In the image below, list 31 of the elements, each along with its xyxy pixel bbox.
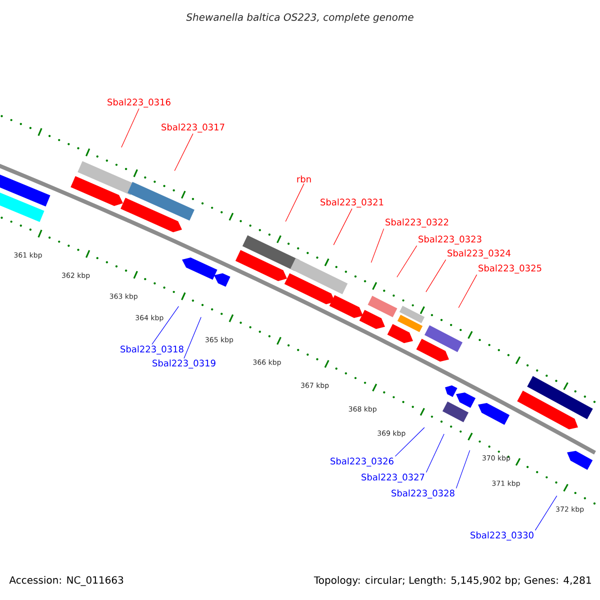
leader-line <box>121 108 140 148</box>
gene-label: Sbal223_0317 <box>162 124 224 132</box>
leader-line <box>174 133 194 172</box>
gene-label: Sbal223_0316 <box>108 98 170 108</box>
leader-line <box>184 316 202 359</box>
gene-label: Sbal223_0322 <box>386 218 448 228</box>
gene-label: Sbal223_0328 <box>392 490 454 498</box>
genome-info-text: Topology: circular; Length: 5,145,902 bp; Genes: 4,281 <box>314 576 591 586</box>
gene-label: Sbal223_0319 <box>152 360 216 368</box>
leader-line <box>534 496 558 531</box>
gene-label: Sbal223_0325 <box>478 264 542 274</box>
gene-label: Sbal223_0321 <box>320 198 384 208</box>
leader-line <box>396 245 418 278</box>
leader-line <box>456 450 470 489</box>
leader-line <box>333 208 352 246</box>
leader-line <box>426 434 444 473</box>
leader-line <box>152 306 179 345</box>
gene-label: Sbal223_0327 <box>362 474 424 482</box>
leader-line <box>426 259 446 292</box>
gene-label: rbn <box>297 176 311 182</box>
gene-label: Sbal223_0330 <box>470 532 534 540</box>
gene-label: Sbal223_0324 <box>448 250 510 258</box>
leader-line <box>285 183 304 222</box>
accession-text: Accession: NC_011663 <box>9 576 124 586</box>
leader-line <box>370 228 384 263</box>
leader-line <box>458 274 478 308</box>
gene-label: Sbal223_0326 <box>330 458 394 466</box>
gene-label: Sbal223_0323 <box>418 236 482 244</box>
gene-label: Sbal223_0318 <box>120 346 184 354</box>
leader-line <box>394 427 425 457</box>
title: Shewanella baltica OS223, complete genome <box>186 13 414 23</box>
